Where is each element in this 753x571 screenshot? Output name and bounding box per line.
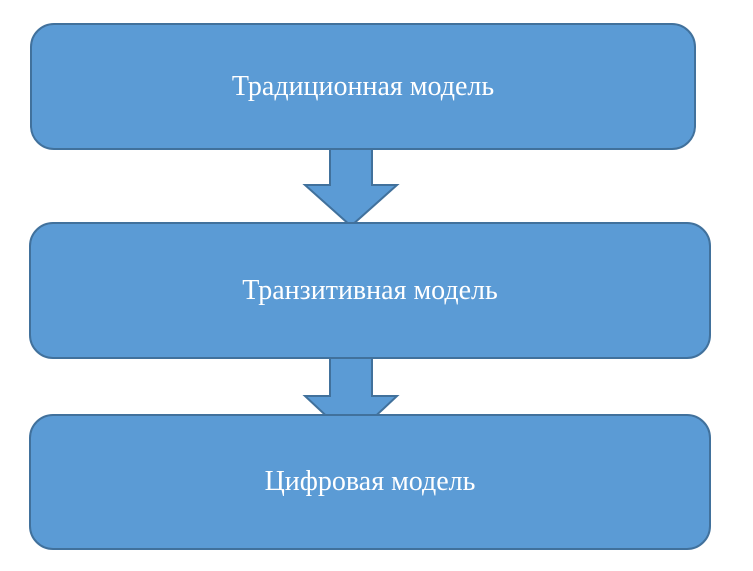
down-arrow-icon bbox=[302, 138, 400, 228]
node-traditional-model: Традиционная модель bbox=[30, 23, 696, 150]
node-label: Традиционная модель bbox=[231, 70, 495, 102]
node-label: Цифровая модель bbox=[264, 466, 476, 497]
node-transitive-model: Транзитивная модель bbox=[29, 222, 711, 359]
node-label: Транзитивная модель bbox=[242, 274, 498, 306]
down-arrow-shape bbox=[302, 138, 400, 228]
node-digital-model: Цифровая модель bbox=[29, 414, 711, 550]
